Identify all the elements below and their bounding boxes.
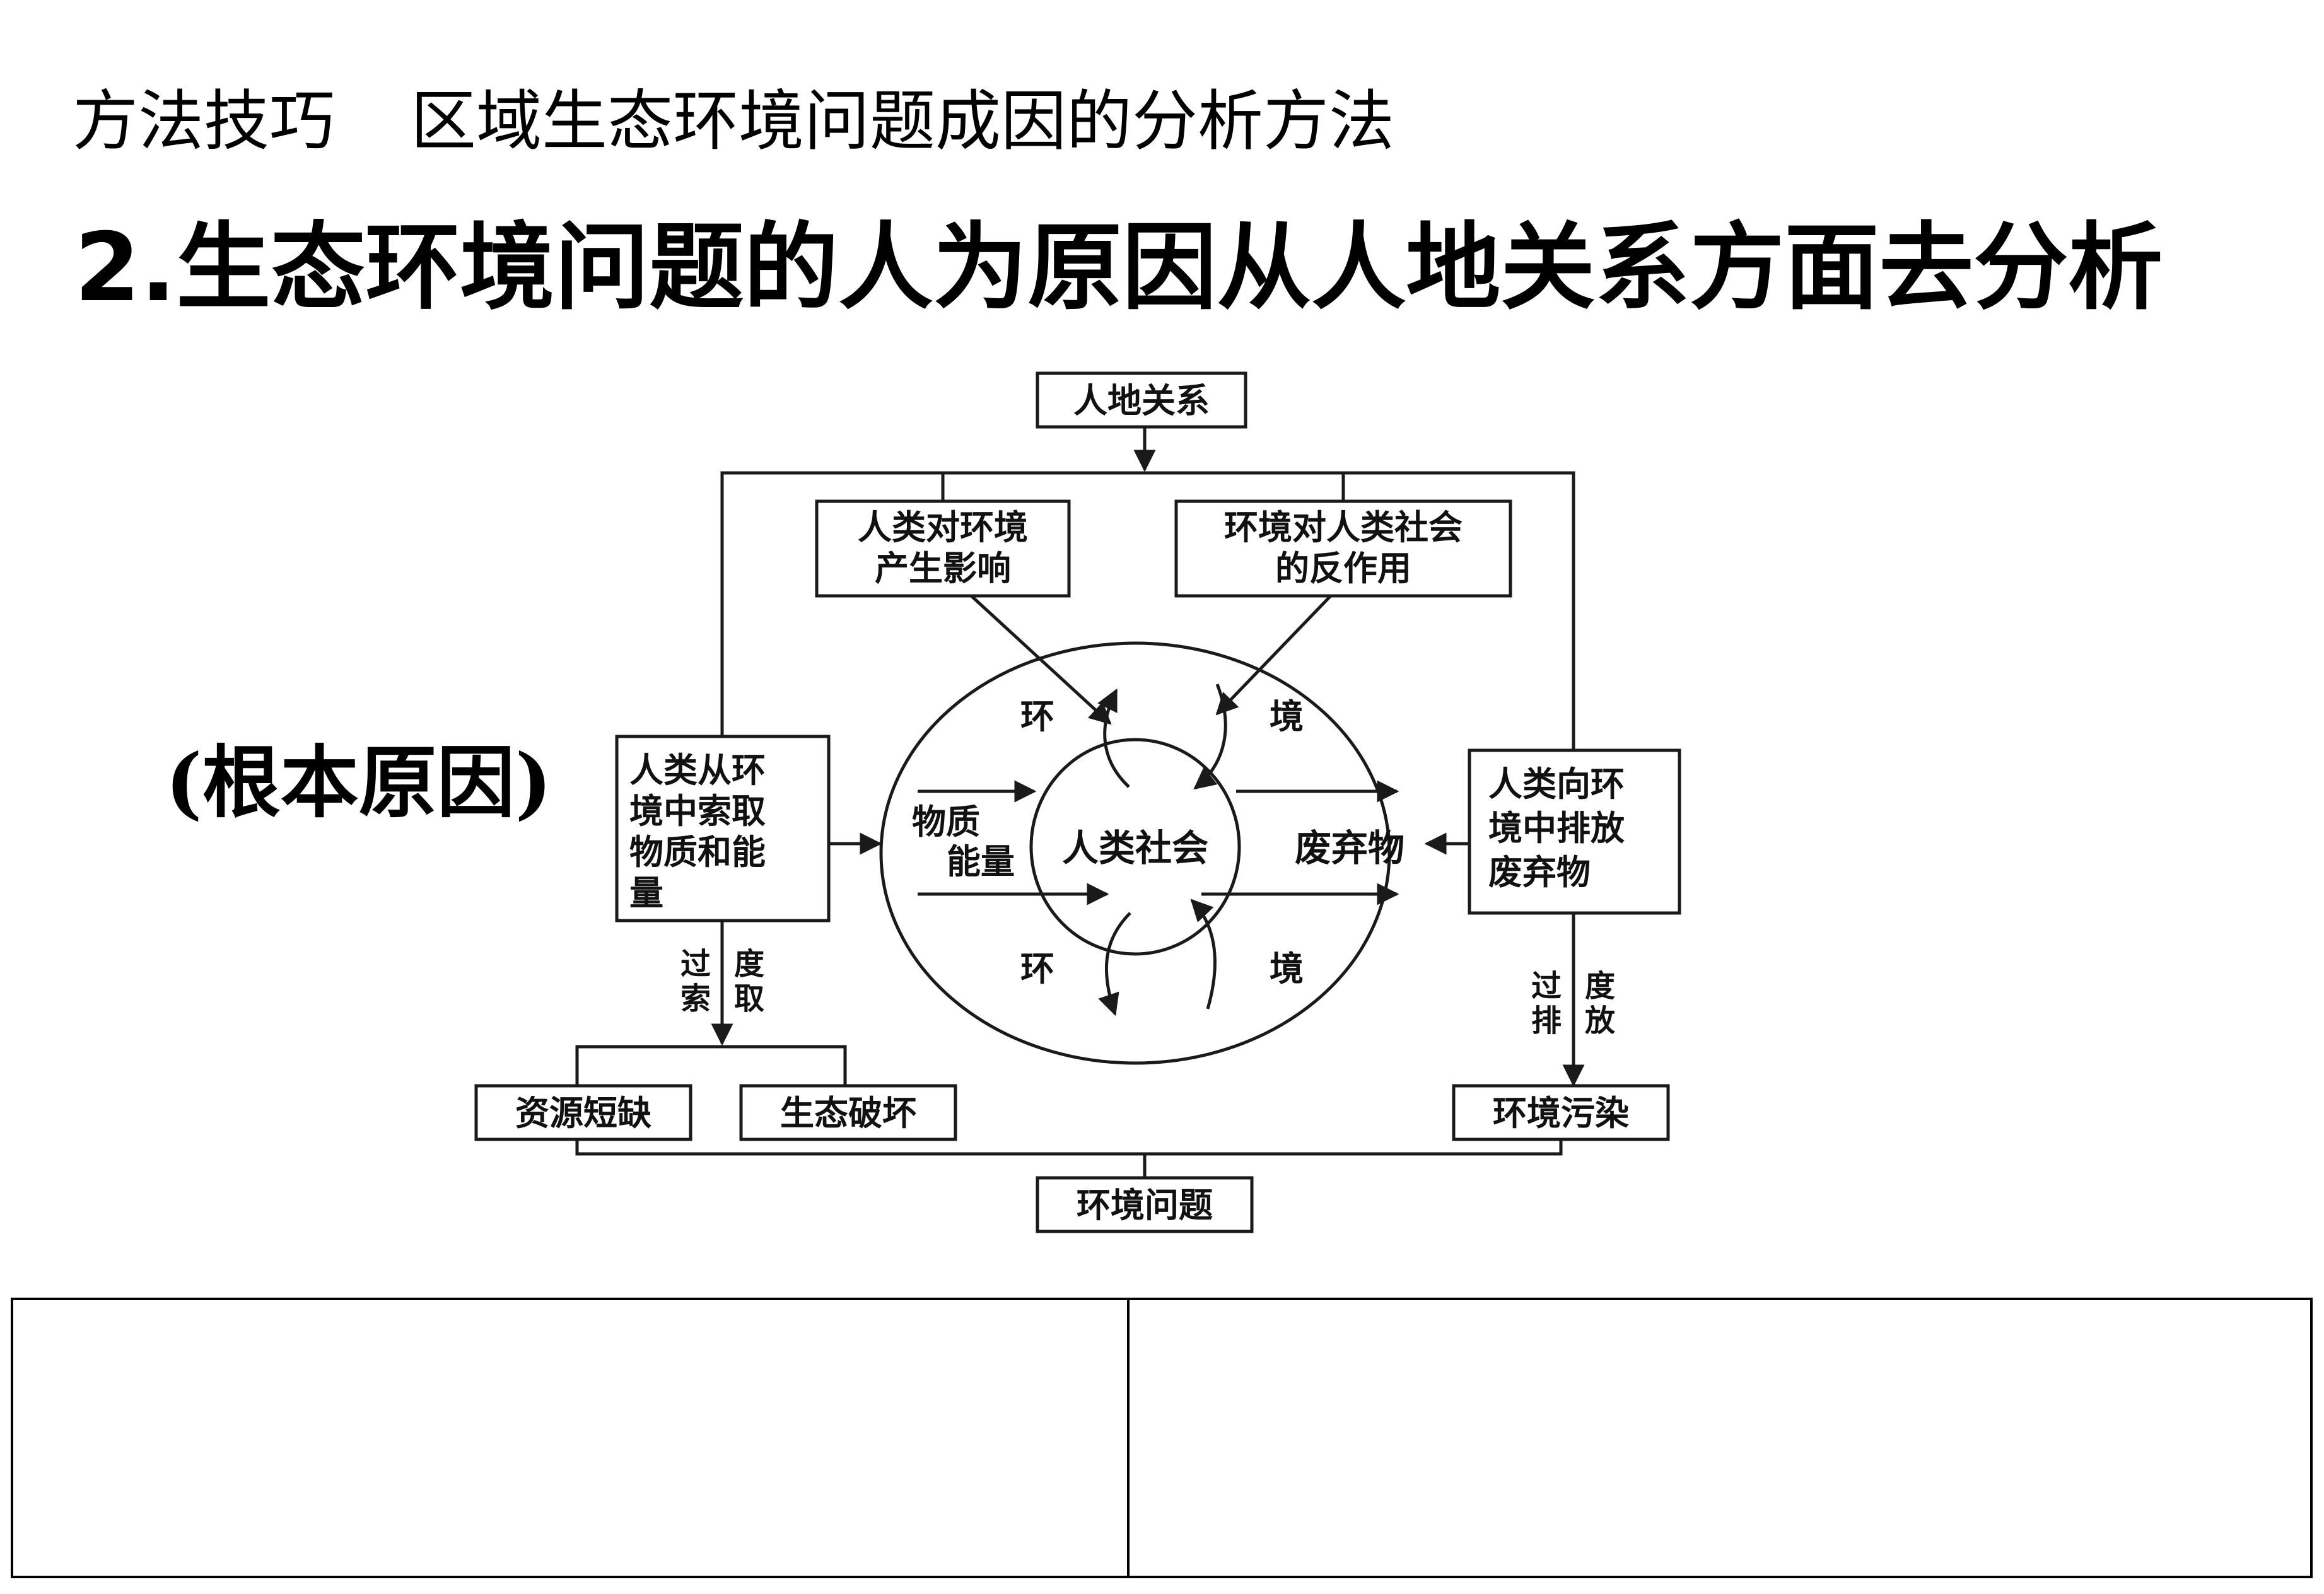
over-discharge-2: 排	[1531, 1003, 1562, 1038]
reaction-box	[1174, 499, 1512, 598]
right-box	[1468, 748, 1681, 915]
right-box-line-3: 废弃物	[1488, 852, 1591, 892]
ring-label-2: 境	[1270, 696, 1304, 736]
problem-box	[1036, 1176, 1254, 1233]
top-box-label: 人地关系	[1073, 380, 1210, 421]
section-heading: 方法技巧区域生态环境问题成因的分析方法	[73, 88, 1394, 154]
top-box	[1036, 371, 1247, 429]
heading-label: 方法技巧	[73, 83, 336, 160]
pollution-box-label: 环境污染	[1493, 1093, 1629, 1133]
resource-box-label: 资源短缺	[515, 1093, 651, 1133]
ring-label-1: 环	[1020, 696, 1054, 736]
over-extract-4: 取	[734, 981, 764, 1016]
over-discharge-4: 放	[1585, 1003, 1615, 1038]
impact-box	[815, 499, 1071, 598]
root-cause-note: (根本原因)	[165, 737, 552, 829]
matter-label-2: 能量	[947, 841, 1015, 881]
right-box-line-1: 人类向环	[1488, 764, 1625, 804]
pollution-box	[1452, 1084, 1670, 1141]
left-box-line-4: 量	[629, 873, 663, 913]
matter-label-1: 物质	[912, 801, 980, 842]
page-subtitle: 2.生态环境问题的人为原因从人地关系方面去分析	[74, 213, 2163, 323]
impact-box-line-1: 人类对环境	[858, 507, 1028, 547]
empty-table	[11, 1298, 2313, 1578]
left-box-line-2: 境中索取	[629, 791, 766, 831]
over-extract-3: 度	[734, 946, 764, 982]
left-box-line-3: 物质和能	[629, 832, 766, 872]
ring-label-4: 境	[1270, 948, 1304, 989]
over-extract-2: 索	[680, 981, 711, 1016]
reaction-box-line-1: 环境对人类社会	[1224, 507, 1463, 547]
eco-box-label: 生态破坏	[780, 1093, 916, 1133]
eco-box	[739, 1084, 957, 1141]
impact-box-line-2: 产生影响	[875, 548, 1011, 588]
problem-box-label: 环境问题	[1077, 1185, 1213, 1225]
human-land-relationship-diagram: 人地关系 人类对环境 产生影响 环境对人类社会 的反作用 人类从环 境中索取 物…	[474, 371, 1681, 1233]
center-label: 人类社会	[1062, 827, 1208, 870]
over-discharge-3: 度	[1585, 969, 1615, 1004]
table-cell-left	[13, 1300, 1130, 1576]
resource-box	[474, 1084, 692, 1141]
left-box-line-1: 人类从环	[629, 750, 766, 790]
over-extract-1: 过	[680, 946, 711, 982]
right-box-line-2: 境中排放	[1488, 808, 1625, 848]
human-society-ellipse	[1029, 738, 1241, 956]
ring-label-3: 环	[1020, 948, 1054, 989]
heading-topic: 区域生态环境问题成因的分析方法	[411, 83, 1395, 160]
over-discharge-1: 过	[1531, 969, 1562, 1004]
waste-label: 废弃物	[1295, 827, 1404, 870]
reaction-box-line-2: 的反作用	[1275, 548, 1411, 588]
table-cell-right	[1130, 1300, 2310, 1576]
